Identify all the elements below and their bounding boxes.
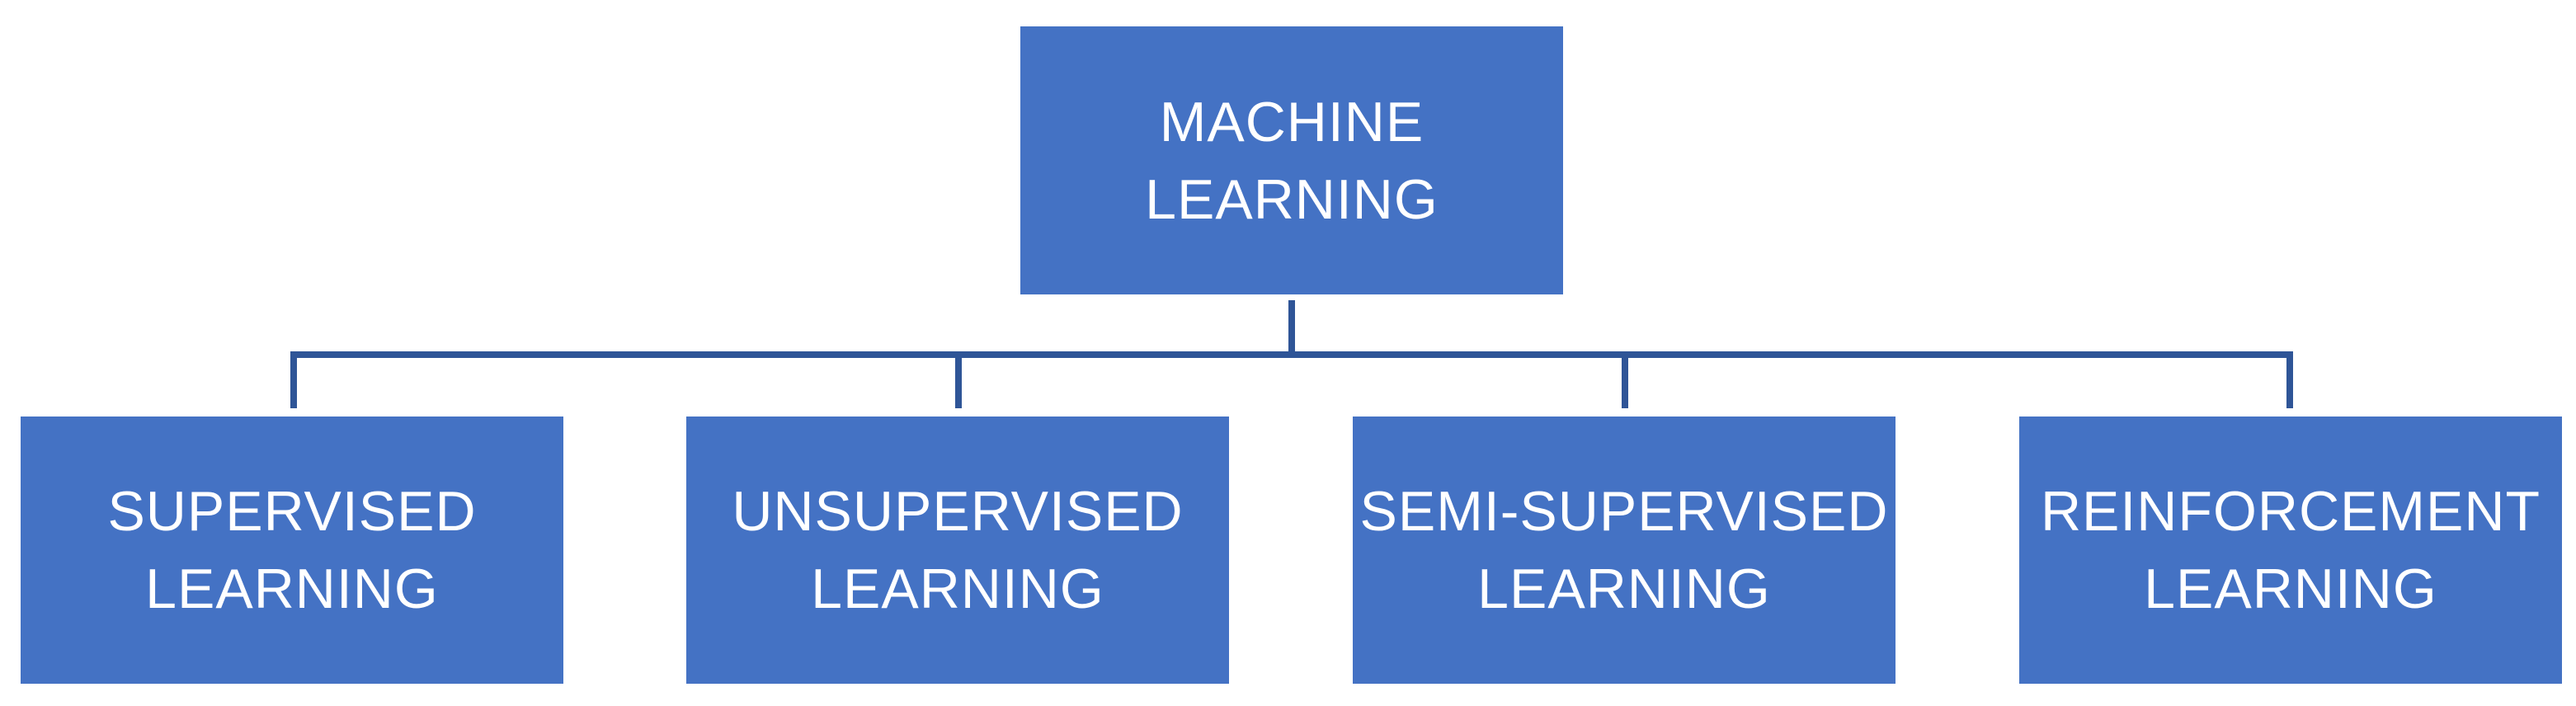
node-unsupervised-learning: UNSUPERVISED LEARNING <box>686 417 1229 684</box>
node-label-line-1: REINFORCEMENT <box>2040 480 2541 543</box>
node-label-line-2: LEARNING <box>1145 167 1439 231</box>
node-label-line-2: LEARNING <box>811 558 1104 620</box>
node-label-line-1: UNSUPERVISED <box>732 480 1184 543</box>
node-reinforcement-learning: REINFORCEMENT LEARNING <box>2019 417 2562 684</box>
node-label-line-1: SUPERVISED <box>107 480 477 543</box>
node-machine-learning: MACHINE LEARNING <box>1020 26 1563 294</box>
node-label-line-1: MACHINE <box>1159 90 1425 153</box>
node-label-line-2: LEARNING <box>2144 558 2437 620</box>
node-semi-supervised-learning: SEMI-SUPERVISED LEARNING <box>1353 417 1896 684</box>
node-label-line-2: LEARNING <box>145 558 439 620</box>
node-label-line-1: SEMI-SUPERVISED <box>1359 480 1889 543</box>
node-label-line-2: LEARNING <box>1477 558 1771 620</box>
node-supervised-learning: SUPERVISED LEARNING <box>21 417 563 684</box>
